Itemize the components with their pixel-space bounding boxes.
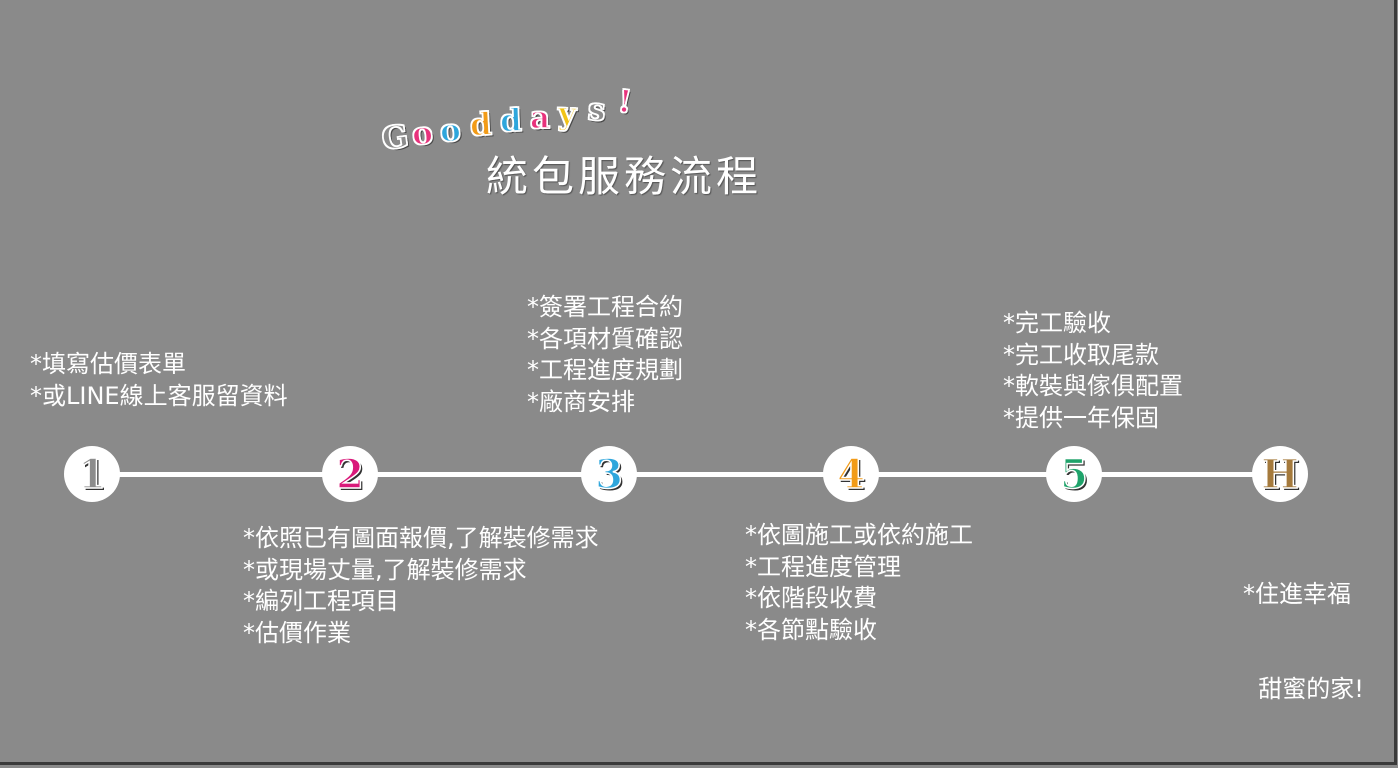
description-line: *簽署工程合約 [527, 293, 683, 321]
description-line: *工程進度規劃 [527, 356, 683, 384]
description-line: *軟裝與傢俱配置 [1003, 372, 1183, 400]
description-line: *編列工程項目 [243, 587, 399, 615]
description-line: *工程進度管理 [745, 552, 901, 581]
description-line: *廠商安排 [527, 387, 635, 416]
step-1-number: 1 [77, 450, 106, 499]
step-2-number: 2 [335, 450, 364, 499]
step-1-circle: 1 [64, 446, 120, 502]
description-line: *各項材質確認 [527, 324, 683, 353]
logo-letter: s [586, 91, 607, 130]
step-1-description: *填寫估價表單 *或LINE線上客服留資料 [30, 349, 288, 412]
description-line: *完工收取尾款 [1003, 340, 1159, 369]
description-line: *各節點驗收 [745, 615, 877, 644]
page-title: 統包服務流程 [486, 152, 763, 201]
step-2-description: *依照已有圖面報價,了解裝修需求 *或現場丈量,了解裝修需求 *編列工程項目 *… [243, 523, 599, 649]
step-3-circle: 3 [581, 446, 637, 502]
step-4-circle: 4 [823, 446, 879, 502]
description-line: *依圖施工或依約施工 [745, 521, 973, 549]
step-4-description: *依圖施工或依約施工 *工程進度管理 *依階段收費 *各節點驗收 [745, 520, 973, 646]
description-line: *估價作業 [243, 618, 351, 647]
step-5-circle: 5 [1046, 446, 1102, 502]
step-home-description: *住進幸福 甜蜜的家! [1243, 516, 1364, 768]
description-line: *或LINE線上客服留資料 [30, 381, 288, 410]
step-3-description: *簽署工程合約 *各項材質確認 *工程進度規劃 *廠商安排 [527, 292, 683, 418]
timeline-line [92, 472, 1282, 477]
step-home-letter: H [1260, 450, 1299, 499]
description-line: *完工驗收 [1003, 309, 1111, 337]
step-3-number: 3 [594, 450, 623, 499]
logo-letter: o [409, 114, 435, 153]
logo-letter: d [499, 102, 523, 140]
description-line: *依照已有圖面報價,了解裝修需求 [243, 524, 599, 552]
step-5-number: 5 [1059, 450, 1088, 499]
step-5-description: *完工驗收 *完工收取尾款 *軟裝與傢俱配置 *提供一年保固 [1003, 308, 1183, 434]
logo-letter: a [529, 99, 551, 136]
description-line: *依階段收費 [745, 584, 877, 612]
step-home-circle: H [1252, 446, 1308, 502]
description-line: *住進幸福 [1243, 580, 1351, 608]
description-line: *填寫估價表單 [30, 350, 186, 378]
logo-letter: o [438, 112, 463, 151]
description-line: 甜蜜的家! [1243, 674, 1364, 703]
logo-letter: ! [615, 83, 634, 122]
step-2-circle: 2 [322, 446, 378, 502]
description-line: *或現場丈量,了解裝修需求 [243, 555, 527, 584]
logo-letter: G [379, 118, 412, 159]
logo-letter: y [557, 95, 578, 133]
description-line: *提供一年保固 [1003, 403, 1159, 432]
step-4-number: 4 [836, 450, 865, 499]
logo-letter: d [468, 106, 493, 144]
